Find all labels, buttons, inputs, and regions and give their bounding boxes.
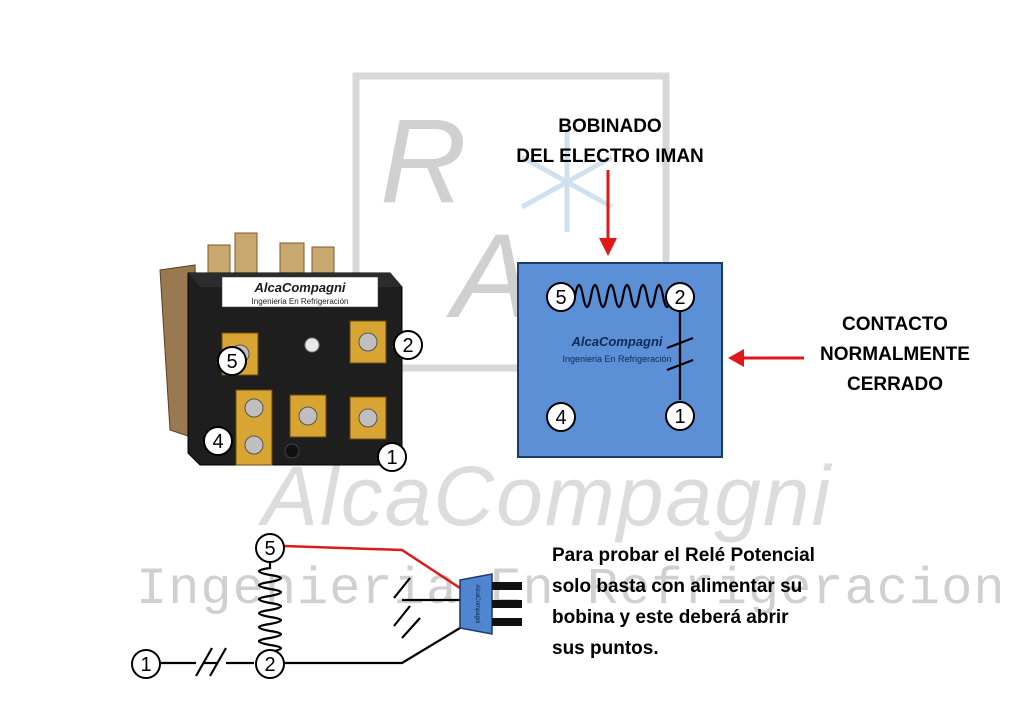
- svg-text:4: 4: [212, 431, 223, 453]
- svg-text:5: 5: [226, 351, 237, 373]
- svg-text:1: 1: [140, 654, 151, 676]
- svg-text:2: 2: [264, 654, 275, 676]
- wiring-badge-1: 1: [131, 649, 161, 679]
- schematic-badge-4: 4: [546, 402, 576, 432]
- contact-arrow-icon: [728, 349, 804, 367]
- wiring-badge-5: 5: [255, 533, 285, 563]
- schematic-sub: Ingenieria En Refrigeración: [562, 354, 671, 364]
- svg-text:2: 2: [674, 287, 685, 309]
- coil-label-line2: DEL ELECTRO IMAN: [516, 146, 704, 167]
- svg-text:1: 1: [674, 406, 685, 428]
- relay-label-sub: Ingenieria En Refrigeración: [252, 297, 349, 306]
- watermark-logo: R A: [352, 72, 670, 372]
- plug-brand: AlcaCompagni: [474, 584, 480, 623]
- relay-photo: AlcaCompagni Ingenieria En Refrigeración…: [159, 232, 423, 472]
- svg-text:4: 4: [555, 407, 566, 429]
- plug-icon: AlcaCompagni: [459, 573, 522, 635]
- relay-badge-4: 4: [203, 426, 233, 456]
- relay-badge-1: 1: [377, 442, 407, 472]
- relay-label-brand: AlcaCompagni: [253, 280, 345, 295]
- contact-label: CONTACTO NORMALMENTE CERRADO: [790, 310, 1000, 400]
- svg-text:5: 5: [555, 287, 566, 309]
- schematic-badge-2: 2: [665, 282, 695, 312]
- instructions-line-2: solo basta con alimentar su: [552, 576, 803, 597]
- coil-label: BOBINADO DEL ELECTRO IMAN: [470, 112, 750, 172]
- instructions-line-1: Para probar el Relé Potencial: [552, 545, 815, 566]
- wiring-diagram: AlcaCompagni 5 1 2: [131, 533, 522, 679]
- watermark-letter-r: R: [380, 94, 467, 228]
- relay-badge-5: 5: [217, 346, 247, 376]
- contact-label-line3: CERRADO: [846, 374, 944, 395]
- schematic-badge-5: 5: [546, 282, 576, 312]
- schematic-brand: AlcaCompagni: [570, 334, 662, 349]
- schematic-box: AlcaCompagni Ingenieria En Refrigeración…: [517, 262, 723, 458]
- relay-badge-2: 2: [393, 330, 423, 360]
- svg-text:1: 1: [386, 447, 397, 469]
- wiring-coil-symbol: [257, 562, 283, 668]
- watermark-subtitle: Ingenieria En Refrigeracion: [136, 560, 1006, 619]
- snowflake-icon: [520, 132, 614, 232]
- instructions-text: Para probar el Relé Potencial solo basta…: [552, 540, 882, 664]
- instructions-line-3: bobina y este deberá abrir: [552, 607, 789, 628]
- coil-label-line1: BOBINADO: [558, 116, 662, 137]
- coil-arrow-icon: [599, 170, 617, 256]
- svg-text:2: 2: [402, 335, 413, 357]
- contact-label-line2: NORMALMENTE: [820, 344, 970, 365]
- schematic-badge-1: 1: [665, 401, 695, 431]
- instructions-line-4: sus puntos.: [552, 638, 659, 659]
- red-wire: [283, 544, 461, 590]
- svg-text:5: 5: [264, 538, 275, 560]
- wiring-badge-2: 2: [255, 649, 285, 679]
- contact-label-line1: CONTACTO: [842, 314, 948, 335]
